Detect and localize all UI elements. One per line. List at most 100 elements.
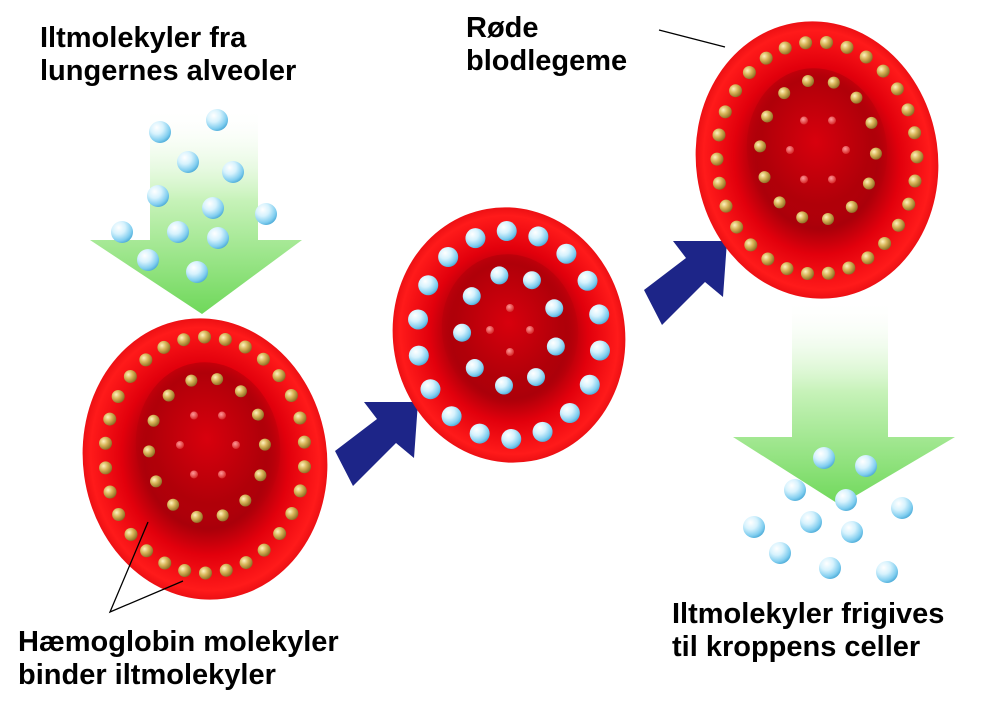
cell-dot bbox=[232, 441, 240, 449]
oxygen-molecule bbox=[545, 299, 564, 318]
oxygen-release-arrow bbox=[733, 300, 955, 505]
hemoglobin-molecule bbox=[876, 64, 890, 78]
oxygen-molecule bbox=[149, 121, 171, 143]
oxygen-molecule bbox=[408, 309, 429, 330]
oxygen-molecule bbox=[835, 489, 857, 511]
hemoglobin-molecule bbox=[178, 564, 192, 578]
cell-dot bbox=[176, 441, 184, 449]
oxygen-molecule bbox=[800, 511, 822, 533]
hemoglobin-molecule bbox=[185, 374, 198, 387]
hemoglobin-molecule bbox=[908, 174, 922, 188]
hemoglobin-molecule bbox=[840, 40, 854, 54]
oxygen-molecule bbox=[855, 455, 877, 477]
hemoglobin-molecule bbox=[710, 152, 724, 166]
hemoglobin-molecule bbox=[112, 507, 126, 521]
oxygen-molecule bbox=[556, 243, 577, 264]
oxygen-molecule bbox=[206, 109, 228, 131]
hemoglobin-molecule bbox=[147, 414, 160, 427]
hemoglobin-molecule bbox=[177, 333, 191, 347]
oxygen-molecule bbox=[784, 479, 806, 501]
hemoglobin-molecule bbox=[219, 563, 233, 577]
hemoglobin-molecule bbox=[256, 352, 270, 366]
hemoglobin-molecule bbox=[239, 556, 253, 570]
hemoglobin-molecule bbox=[845, 200, 858, 213]
hemoglobin-molecule bbox=[712, 128, 726, 142]
oxygen-molecule bbox=[167, 221, 189, 243]
hemoglobin-molecule bbox=[143, 445, 156, 458]
hemoglobin-molecule bbox=[103, 485, 117, 499]
hemoglobin-molecule bbox=[821, 266, 835, 280]
cell-dot bbox=[506, 304, 514, 312]
oxygen-molecule bbox=[202, 197, 224, 219]
hemoglobin-molecule bbox=[850, 91, 863, 104]
hemoglobin-molecule bbox=[865, 116, 878, 129]
cell-dot bbox=[828, 175, 836, 184]
cell-dot bbox=[828, 116, 836, 125]
hemoglobin-molecule bbox=[162, 389, 175, 402]
hemoglobin-molecule bbox=[761, 110, 774, 123]
oxygen-molecule bbox=[465, 359, 484, 378]
hemoglobin-molecule bbox=[123, 369, 137, 383]
cell-dot bbox=[800, 116, 808, 125]
hemoglobin-molecule bbox=[891, 218, 905, 232]
oxygen-molecule bbox=[522, 271, 541, 290]
hemoglobin-molecule bbox=[124, 527, 138, 541]
hemoglobin-molecule bbox=[780, 262, 794, 276]
red-blood-cell-releasing bbox=[695, 21, 939, 299]
oxygen-molecule bbox=[408, 345, 429, 366]
molecules-layer bbox=[98, 36, 924, 583]
cell-dot bbox=[190, 470, 198, 479]
hemoglobin-molecule bbox=[759, 51, 773, 65]
oxygen-molecule bbox=[841, 521, 863, 543]
hemoglobin-molecule bbox=[712, 176, 726, 190]
hemoglobin-molecule bbox=[729, 84, 743, 98]
oxygen-molecule bbox=[147, 185, 169, 207]
oxygen-molecule bbox=[462, 287, 481, 306]
hemoglobin-molecule bbox=[742, 66, 756, 80]
hemoglobin-molecule bbox=[293, 411, 307, 425]
cell-dot bbox=[842, 146, 850, 154]
hemoglobin-molecule bbox=[298, 460, 312, 474]
oxygen-molecule bbox=[819, 557, 841, 579]
oxygen-molecule bbox=[222, 161, 244, 183]
cell-dot bbox=[526, 326, 534, 334]
hemoglobin-molecule bbox=[293, 484, 307, 498]
oxygen-molecule bbox=[813, 447, 835, 469]
oxygen-molecule bbox=[743, 516, 765, 538]
oxygen-molecule bbox=[577, 270, 598, 291]
oxygen-molecule bbox=[494, 376, 513, 395]
hemoglobin-molecule bbox=[827, 76, 840, 89]
oxygen-molecule bbox=[496, 221, 517, 242]
hemoglobin-molecule bbox=[761, 252, 775, 266]
hemoglobin-molecule bbox=[861, 251, 875, 265]
oxygen-molecule bbox=[441, 406, 462, 427]
oxygen-molecule bbox=[528, 226, 549, 247]
oxygen-molecule bbox=[769, 542, 791, 564]
oxygen-molecule bbox=[177, 151, 199, 173]
hemoglobin-molecule bbox=[239, 494, 252, 507]
hemoglobin-molecule bbox=[103, 412, 117, 426]
oxygen-molecule bbox=[527, 368, 546, 387]
hemoglobin-molecule bbox=[211, 373, 224, 386]
oxygen-molecule bbox=[420, 379, 441, 400]
leader-lines bbox=[108, 29, 726, 614]
hemoglobin-molecule bbox=[257, 543, 271, 557]
hemoglobin-molecule bbox=[218, 332, 232, 346]
oxygen-molecule bbox=[469, 423, 490, 444]
oxygen-molecule bbox=[559, 403, 580, 424]
hemoglobin-molecule bbox=[238, 340, 252, 354]
oxygen-molecule bbox=[418, 275, 439, 296]
oxygen-molecule bbox=[438, 246, 459, 267]
hemoglobin-molecule bbox=[198, 566, 212, 580]
oxygen-molecule bbox=[255, 203, 277, 225]
hemoglobin-molecule bbox=[754, 140, 767, 153]
oxygen-molecule bbox=[589, 304, 610, 325]
hemoglobin-molecule bbox=[799, 36, 813, 50]
hemoglobin-molecule bbox=[773, 196, 786, 209]
hemoglobin-molecule bbox=[802, 75, 815, 88]
hemoglobin-molecule bbox=[216, 509, 229, 522]
step-arrow-2 bbox=[644, 241, 727, 325]
